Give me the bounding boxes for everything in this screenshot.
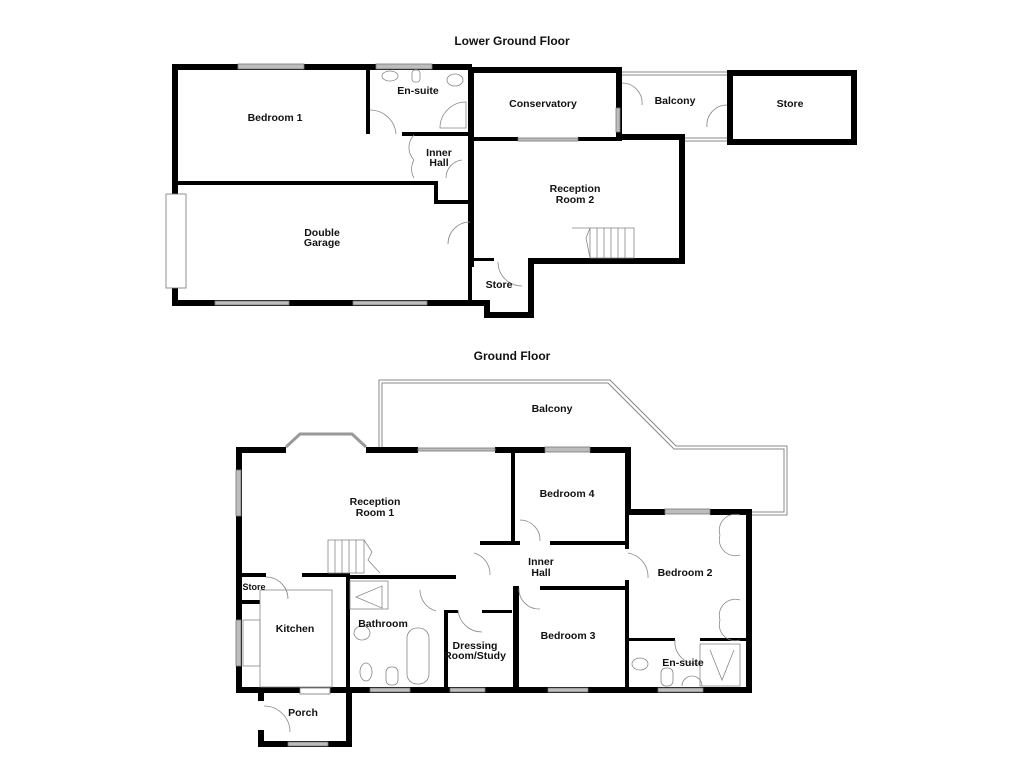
door-swings-ground <box>263 513 741 733</box>
room-label: Dressing <box>453 640 498 652</box>
room-label: Double <box>304 227 340 239</box>
window-sill <box>299 687 331 695</box>
window <box>449 687 486 693</box>
windows-ground <box>235 432 711 747</box>
room-label: Store <box>242 582 265 592</box>
window <box>352 300 428 306</box>
window <box>544 446 591 453</box>
balcony-outline-ground <box>378 379 788 516</box>
balcony-outline-lower <box>622 71 727 142</box>
window <box>547 687 589 693</box>
windows-lower <box>165 63 621 306</box>
window <box>615 107 621 133</box>
floor-title-ground: Ground Floor <box>474 349 551 363</box>
shower-tray <box>349 580 389 610</box>
walls-lower <box>172 64 857 318</box>
sliding-door <box>517 137 579 142</box>
bath <box>406 627 430 685</box>
floor-title-lower-ground: Lower Ground Floor <box>454 34 570 48</box>
window <box>287 741 329 747</box>
room-label: Bathroom <box>358 618 408 630</box>
lower-ground-floor: Lower Ground Floor <box>165 34 857 318</box>
ground-floor: Ground Floor <box>235 349 788 747</box>
room-label: Conservatory <box>509 98 577 110</box>
room-label: Inner <box>426 147 452 159</box>
window <box>235 469 242 517</box>
sliding-door <box>417 447 496 452</box>
window <box>214 300 290 306</box>
room-label: En-suite <box>662 657 704 669</box>
window <box>235 619 242 667</box>
room-label: Hall <box>429 157 448 169</box>
garage-door <box>165 193 187 289</box>
room-label: Bedroom 3 <box>541 630 596 642</box>
room-labels-ground: Balcony Reception Room 1 Bedroom 4 Inner… <box>242 403 712 719</box>
room-label: Balcony <box>655 95 696 107</box>
shower-tray <box>699 643 741 687</box>
room-label: Bedroom 4 <box>540 488 595 500</box>
window <box>237 63 305 70</box>
room-label: Store <box>486 279 513 291</box>
ensuite-fixtures-lower <box>381 69 467 129</box>
room-label: Room/Study <box>444 650 506 662</box>
stairs-ground <box>327 539 381 574</box>
window <box>657 687 704 693</box>
room-label: Porch <box>288 707 318 719</box>
door-swings-lower <box>369 82 728 287</box>
room-label: Inner <box>528 556 554 568</box>
room-label: Room 2 <box>556 194 595 206</box>
room-label: Balcony <box>532 403 573 415</box>
bay-window <box>284 432 368 449</box>
room-label: En-suite <box>397 85 439 97</box>
room-label: Kitchen <box>276 623 315 635</box>
room-label: Room 1 <box>356 507 395 519</box>
room-label: Garage <box>304 237 340 249</box>
room-label: Hall <box>531 567 550 579</box>
stairs-lower <box>572 227 635 259</box>
room-label: Bedroom 2 <box>658 567 713 579</box>
room-labels-lower: Bedroom 1 En-suite Conservatory Balcony … <box>248 85 804 291</box>
fixtures-ground <box>242 580 741 688</box>
room-label: Store <box>777 98 804 110</box>
walls-ground <box>236 447 752 747</box>
window <box>375 63 433 70</box>
room-label: Reception <box>550 183 601 195</box>
window <box>369 687 411 693</box>
room-label: Reception <box>350 496 401 508</box>
window <box>664 508 711 515</box>
room-label: Bedroom 1 <box>248 112 303 124</box>
